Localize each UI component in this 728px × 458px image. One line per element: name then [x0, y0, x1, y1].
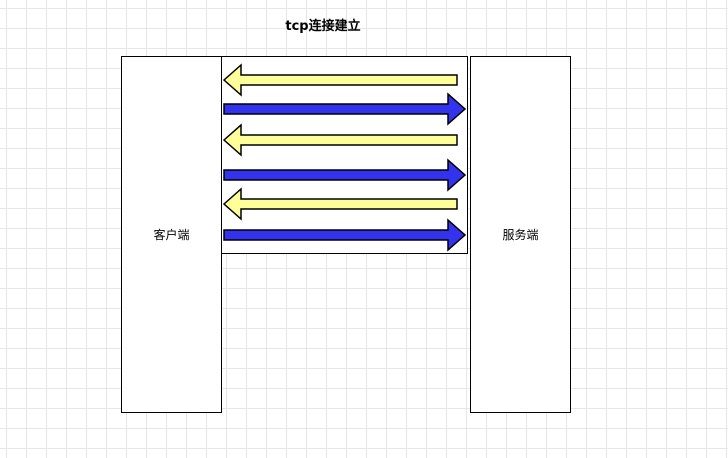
- left-arrow-3: [222, 123, 458, 157]
- diagram-title: tcp连接建立: [285, 19, 361, 34]
- right-arrow-4: [223, 158, 467, 192]
- server-box: 服务端: [470, 56, 571, 413]
- left-arrow-5: [222, 187, 458, 221]
- client-label: 客户端: [153, 228, 190, 242]
- right-arrow-6: [223, 218, 467, 252]
- connection-frame: [221, 56, 468, 254]
- server-label: 服务端: [502, 228, 539, 242]
- right-arrow-2: [223, 92, 467, 126]
- left-arrow-1: [222, 63, 458, 97]
